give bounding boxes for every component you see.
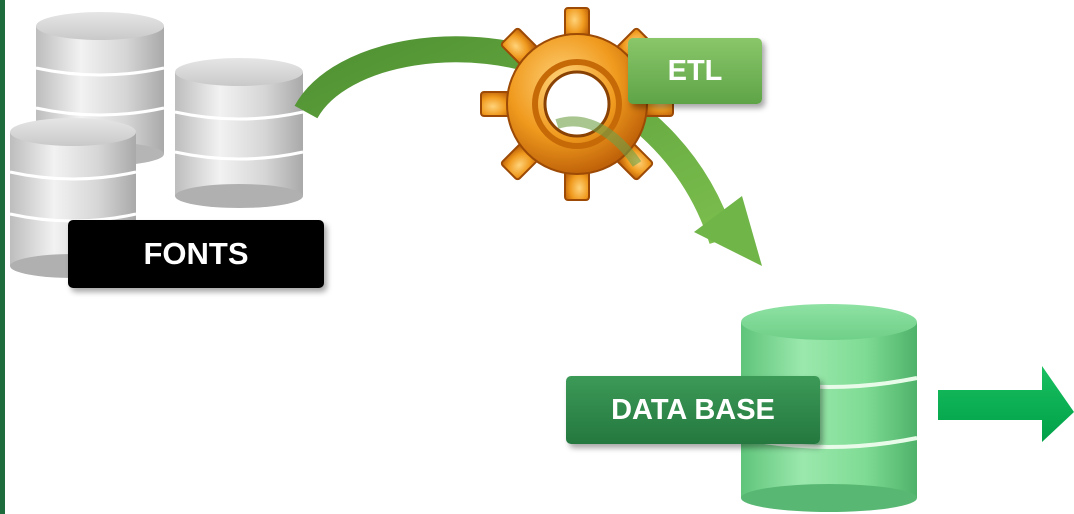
source-database-cylinders [9,12,304,278]
database-stack-icon [174,58,304,208]
etl-label: ETL [628,38,762,104]
database-label: DATA BASE [566,376,820,444]
arrow-right-icon [938,366,1074,442]
fonts-label: FONTS [68,220,324,288]
left-accent-bar [0,0,5,514]
gear-icon [480,7,674,201]
